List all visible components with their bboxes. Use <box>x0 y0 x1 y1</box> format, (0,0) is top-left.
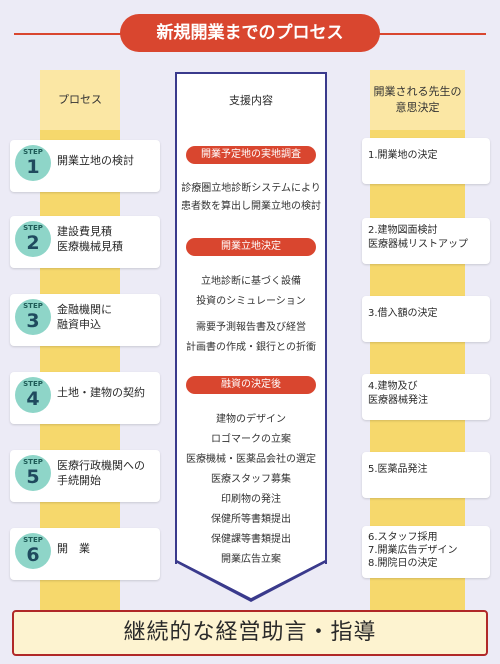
decision-column-header-band <box>370 70 465 130</box>
step-number: 6 <box>26 544 40 566</box>
decision-card-3: 3.借入額の決定 <box>362 296 490 342</box>
step-label: 土地・建物の契約 <box>57 386 145 399</box>
step-label: 医療行政機関への 手続開始 <box>57 459 145 487</box>
support-text-1: 診療圏立地診断システムにより 患者数を算出し開業立地の検討 <box>181 183 321 212</box>
step-label: 金融機関に 融資申込 <box>57 303 112 331</box>
step-number: 1 <box>26 156 40 178</box>
step-badge: STEP 3 <box>15 299 51 335</box>
step-number: 2 <box>26 232 40 254</box>
step-card-6: STEP 6 開 業 <box>10 528 160 580</box>
step-label: 開 業 <box>57 542 90 555</box>
footer-banner: 継続的な経営助言・指導 <box>12 610 488 656</box>
step-word: STEP <box>23 302 43 310</box>
step-number: 4 <box>26 388 40 410</box>
decision-card-2: 2.建物図面検討 医療器械リストアップ <box>362 218 490 264</box>
step-word: STEP <box>23 224 43 232</box>
support-heading-2: 開業立地決定 <box>186 238 316 256</box>
support-arrow-tip <box>175 560 327 602</box>
support-text-4: 建物のデザイン ロゴマークの立案 医療機械・医薬品会社の選定 医療スタッフ募集 … <box>186 414 316 565</box>
support-heading-3: 融資の決定後 <box>186 376 316 394</box>
step-badge: STEP 1 <box>15 145 51 181</box>
step-badge: STEP 2 <box>15 221 51 257</box>
step-card-2: STEP 2 建設費見積 医療機械見積 <box>10 216 160 268</box>
step-label: 建設費見積 医療機械見積 <box>57 225 123 253</box>
decision-card-6: 6.スタッフ採用 7.開業広告デザイン 8.開院日の決定 <box>362 526 490 578</box>
decision-column-title: 開業される先生の 意思決定 <box>373 85 462 114</box>
support-column-title: 支援内容 <box>229 94 273 107</box>
step-label: 開業立地の検討 <box>57 154 134 167</box>
support-text-2: 立地診断に基づく設備 投資のシミュレーション <box>196 276 306 307</box>
step-card-4: STEP 4 土地・建物の契約 <box>10 372 160 424</box>
step-card-5: STEP 5 医療行政機関への 手続開始 <box>10 450 160 502</box>
step-card-1: STEP 1 開業立地の検討 <box>10 140 160 192</box>
support-heading-1: 開業予定地の実地調査 <box>186 146 316 164</box>
step-badge: STEP 6 <box>15 533 51 569</box>
step-word: STEP <box>23 536 43 544</box>
process-column-header-band <box>40 70 120 130</box>
step-badge: STEP 4 <box>15 377 51 413</box>
decision-card-1: 1.開業地の決定 <box>362 138 490 184</box>
decision-card-5: 5.医薬品発注 <box>362 452 490 498</box>
step-number: 5 <box>26 466 40 488</box>
page-title: 新規開業までのプロセス <box>120 14 380 52</box>
step-word: STEP <box>23 380 43 388</box>
step-card-3: STEP 3 金融機関に 融資申込 <box>10 294 160 346</box>
step-word: STEP <box>23 148 43 156</box>
step-badge: STEP 5 <box>15 455 51 491</box>
step-word: STEP <box>23 458 43 466</box>
step-number: 3 <box>26 310 40 332</box>
support-text-3: 需要予測報告書及び経営 計画書の作成・銀行との折衝 <box>186 322 316 353</box>
decision-card-4: 4.建物及び 医療器械発注 <box>362 374 490 420</box>
process-column-title: プロセス <box>58 93 102 106</box>
